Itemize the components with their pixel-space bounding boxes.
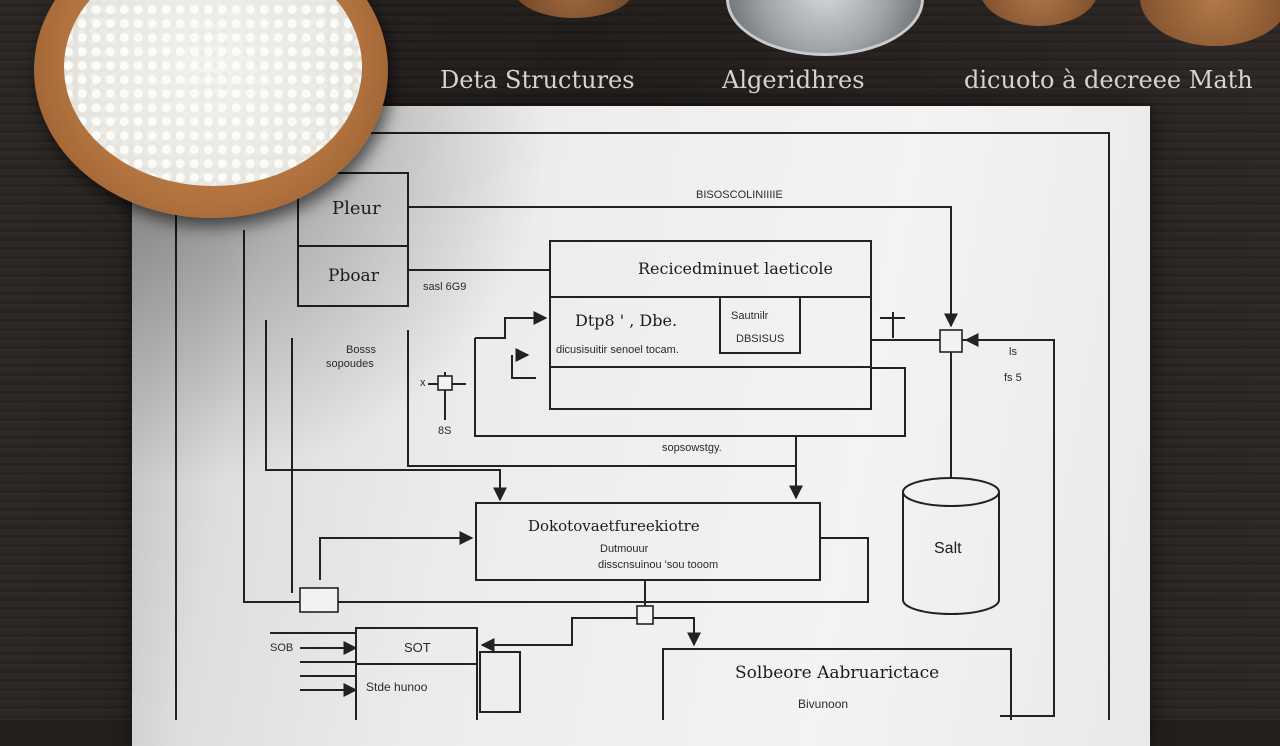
- connector-label-bottom-left: SOB: [270, 642, 294, 654]
- heading-data-structures: Deta Structures: [440, 66, 635, 94]
- outer-frame: [175, 132, 1110, 720]
- cylinder-label-salt: Salt: [934, 540, 962, 557]
- box-main-title: Recicedminuet laeticole: [638, 259, 833, 278]
- cylinder-top: [902, 477, 1000, 507]
- box-sot: [355, 627, 478, 720]
- box-bottom-subtitle: Bivunoon: [798, 697, 849, 711]
- heading-algorithms: Algeridhres: [722, 66, 865, 94]
- box-pleur-pboar: [297, 172, 409, 307]
- box-bottom-title: Solbeore Aabruarictace: [735, 663, 940, 683]
- box-dbe-label: Dtp8 ' , Dbe.: [575, 311, 678, 330]
- connector-label-right-2: fs 5: [1004, 372, 1022, 384]
- connector-label-sopsowstgy: sopsowstgy.: [662, 442, 722, 454]
- box-main-subtitle: dicusisuitir senoel tocam.: [556, 344, 679, 356]
- spice-bowl: [514, 0, 634, 18]
- connector-label-x: x: [420, 377, 426, 389]
- box-small-line-1: Sautnilr: [731, 310, 769, 322]
- connector-label-right-1: ls: [1009, 346, 1017, 358]
- connector-label-8s: 8S: [438, 425, 452, 437]
- diagram-paper: [132, 106, 1150, 746]
- box-main: [549, 240, 872, 410]
- flour-pile: [64, 0, 362, 186]
- box-bottom: [662, 648, 1012, 720]
- box-small-line-2: DBSISUS: [736, 333, 785, 345]
- connector-label-sasl: sasl 6G9: [423, 281, 467, 293]
- box-middle-title: Dokotovaetfureekiotre: [528, 517, 700, 535]
- flowchart-lines: [175, 132, 1110, 720]
- box-middle-sub-2: disscnsuinou 'sou tooom: [598, 559, 719, 571]
- box-pleur-label: Pleur: [332, 198, 381, 219]
- heading-discrete-math: dicuoto à decreee Math: [964, 66, 1253, 94]
- cylinder-body: [902, 492, 1000, 615]
- box-middle-sub-1: Dutmouur: [600, 543, 649, 555]
- top-connector-label: BISOSCOLINIIIIE: [696, 189, 783, 201]
- connector-label-boss-2: sopoudes: [326, 358, 374, 370]
- box-pboar-label: Pboar: [328, 266, 379, 286]
- connector-label-boss-1: Bosss: [346, 344, 376, 356]
- box-stde-label: Stde hunoo: [366, 680, 428, 694]
- box-middle: [475, 502, 821, 581]
- box-sot-label: SOT: [404, 640, 431, 655]
